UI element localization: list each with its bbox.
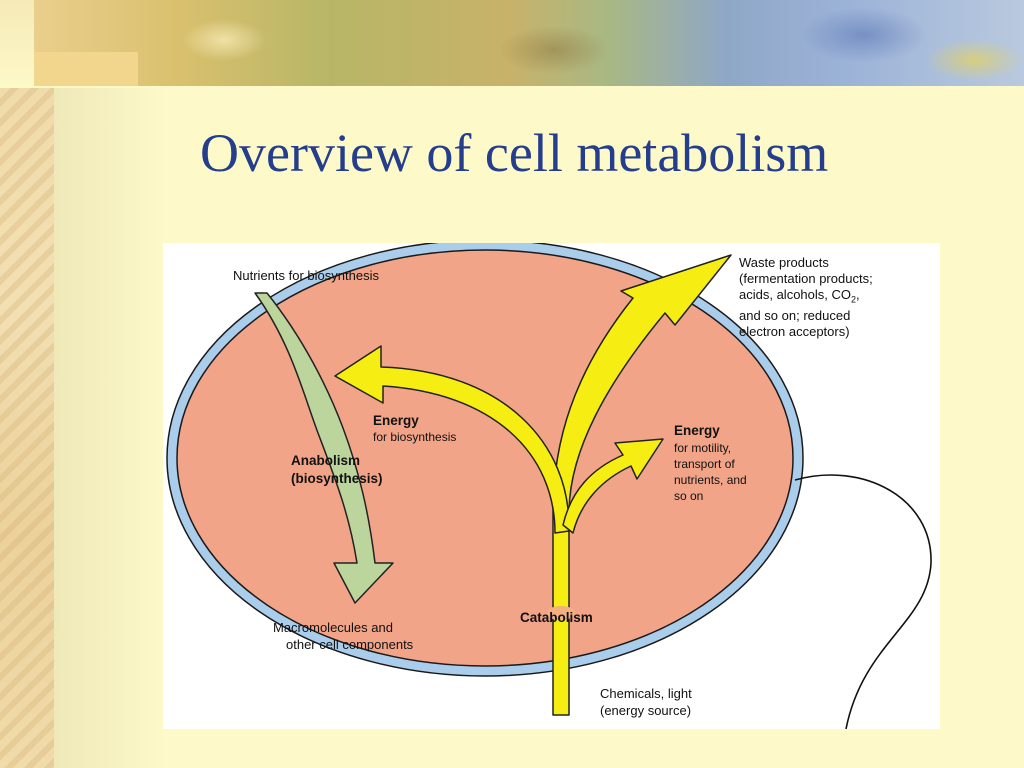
cell-membrane: [167, 243, 803, 676]
waste-line-3-comma: ,: [856, 287, 860, 302]
energy-biosynthesis-sub: for biosynthesis: [373, 430, 457, 444]
energy-source-line-2: (energy source): [600, 703, 692, 718]
energy-motility-line-1: for motility,: [674, 441, 732, 455]
waste-line-1: Waste products: [739, 255, 829, 270]
macromolecules-line-1: Macromolecules and: [273, 620, 393, 635]
energy-biosynthesis-heading: Energy: [373, 413, 419, 428]
decorative-banner-accent: [34, 52, 138, 86]
waste-line-5: electron acceptors): [739, 323, 850, 339]
cell-membrane-inner-edge: [176, 249, 794, 667]
waste-line-3-subscript: 2: [851, 294, 857, 305]
waste-line-2: (fermentation products;: [739, 271, 873, 286]
metabolism-diagram: Nutrients for biosynthesis Waste product…: [163, 243, 940, 729]
waste-line-3-text: acids, alcohols, CO: [739, 287, 851, 302]
energy-biosynthesis-arrow: [334, 345, 570, 534]
macromolecules-line-2: other cell components: [286, 637, 414, 652]
decorative-left-strip: [0, 0, 54, 768]
slide-title: Overview of cell metabolism: [200, 123, 829, 183]
energy-motility-line-3: nutrients, and: [674, 473, 747, 487]
waste-line-4: and so on; reduced: [739, 307, 851, 323]
energy-source-line-1: Chemicals, light: [600, 686, 692, 701]
anabolism-arrow: [254, 292, 394, 604]
cell-membrane-outer-edge: [166, 243, 804, 677]
catabolism-label: Catabolism: [520, 610, 593, 625]
flagellum: [794, 474, 932, 729]
energy-motility-arrow: [562, 438, 664, 534]
catabolism-waste-arrow: [552, 254, 732, 716]
decorative-banner-image: [34, 0, 1024, 86]
energy-motility-line-2: transport of: [674, 457, 735, 471]
anabolism-sub-label: (biosynthesis): [291, 471, 383, 486]
energy-motility-line-4: so on: [674, 489, 704, 503]
energy-motility-heading: Energy: [674, 423, 720, 438]
decorative-left-fade: [54, 0, 164, 768]
nutrients-label: Nutrients for biosynthesis: [233, 268, 379, 283]
waste-line-3: acids, alcohols, CO2,: [739, 287, 873, 308]
diagram-drawing: [166, 243, 932, 729]
anabolism-label: Anabolism: [291, 453, 361, 468]
catabolism-spot: [547, 606, 575, 620]
waste-products-label: Waste products (fermentation products; a…: [739, 255, 873, 340]
